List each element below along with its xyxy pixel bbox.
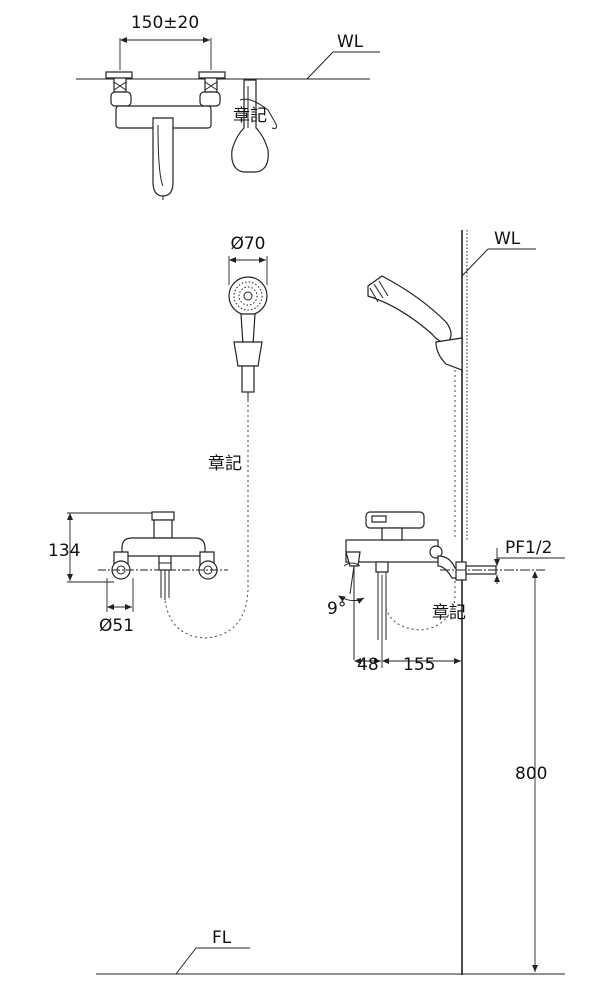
lever-body	[153, 519, 173, 539]
angle-tilt-line	[349, 565, 355, 595]
cartridge-side	[381, 527, 403, 541]
side-view: WL 章記 9° 48 155	[327, 229, 565, 975]
angle-9-label: 9°	[327, 599, 346, 619]
wl-leader-top	[306, 51, 334, 80]
shower-holder	[233, 341, 263, 367]
offset-48-label: 48	[357, 655, 379, 675]
fl-leader	[175, 947, 197, 975]
left-nut	[110, 91, 132, 107]
diverter-side	[375, 561, 389, 573]
holder-stem	[241, 365, 255, 393]
projection-155-label: 155	[403, 655, 435, 675]
wl-label-side: WL	[494, 229, 521, 249]
spacing-label: 150±20	[131, 13, 199, 33]
left-connector-x	[113, 81, 127, 91]
hose-mark-top: 章記	[233, 106, 267, 126]
showerhead-face	[228, 276, 268, 316]
right-connector-x	[204, 81, 218, 91]
wall-flange	[455, 561, 467, 581]
hose-mark-mid: 章記	[208, 454, 242, 474]
angle-9-arc	[338, 595, 365, 604]
hose-front	[164, 400, 249, 639]
body-side	[345, 539, 439, 563]
handshower-side	[367, 275, 452, 343]
right-flange	[198, 71, 226, 79]
spout-side	[345, 551, 361, 567]
height-800-label: 800	[515, 764, 547, 784]
angle-arc-side	[343, 562, 361, 567]
pipe-thread-label: PF1/2	[505, 538, 552, 558]
front-view: Ø70 章記 134	[48, 234, 268, 639]
wl-label-top: WL	[337, 32, 364, 52]
diameter-70-label: Ø70	[230, 234, 265, 254]
handshower-top	[231, 79, 269, 173]
nozzle-ring-outer	[233, 281, 263, 311]
faucet-body-front	[121, 537, 206, 557]
showerhead-grille	[369, 280, 389, 303]
nozzle-center	[243, 291, 253, 301]
spout-highlight	[157, 124, 164, 187]
top-view: 150±20 WL 章記	[76, 13, 380, 200]
wl-leader-side	[461, 248, 489, 277]
floor-level-label: FL	[212, 928, 232, 948]
nozzle-ring-inner	[238, 286, 258, 306]
diameter-51-label: Ø51	[99, 616, 134, 636]
holder-top	[239, 98, 277, 129]
spout-top	[152, 117, 174, 197]
floor: FL	[96, 928, 565, 975]
left-connector-body	[113, 77, 127, 93]
hose-outlet-knob	[429, 545, 443, 559]
left-flange	[105, 71, 133, 79]
right-connector-body	[204, 77, 218, 93]
lever-top	[151, 511, 175, 521]
height-134-label: 134	[48, 541, 80, 561]
right-nut	[199, 91, 221, 107]
lever-cap	[371, 515, 387, 523]
hose-mark-right: 章記	[432, 603, 466, 623]
showerhead-handle	[240, 313, 256, 346]
holder-side	[435, 337, 463, 371]
